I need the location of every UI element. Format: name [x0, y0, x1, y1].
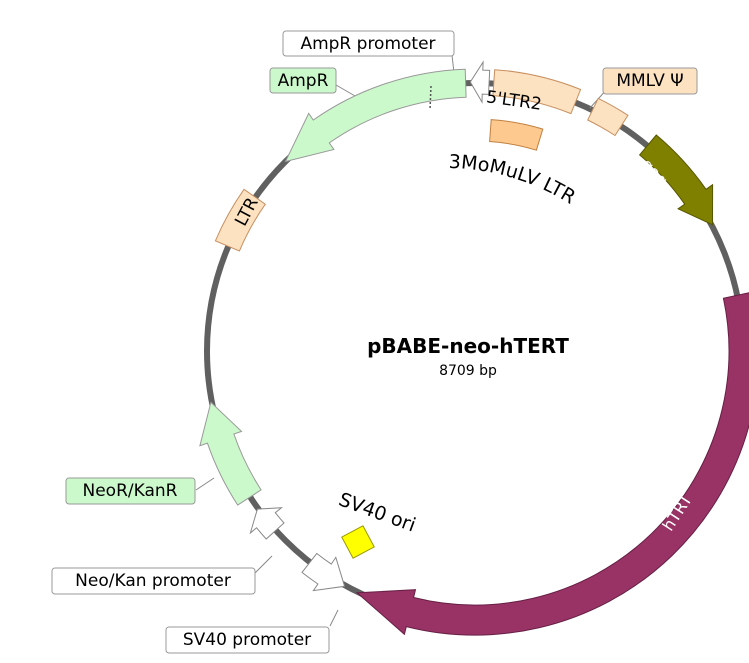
neo-kan-promoter-arrow[interactable] [249, 507, 285, 540]
ampr-callout: AmpR [269, 67, 337, 94]
momulv-ltr-label: 3MoMuLV LTR [448, 151, 579, 209]
ampr-label: AmpR [278, 71, 329, 91]
gag-arrow[interactable] [638, 134, 714, 226]
htrt-arrow[interactable] [355, 292, 749, 636]
neor-kanr-callout: NeoR/KanR [65, 477, 196, 505]
leader-neor [195, 477, 215, 491]
ltr5-box[interactable] [492, 69, 582, 115]
sv40-promoter-label: SV40 promoter [183, 630, 311, 650]
plasmid-name: pBABE-neo-hTERT [367, 334, 569, 358]
neor-kanr-label: NeoR/KanR [83, 481, 178, 501]
ltr-box[interactable] [214, 188, 266, 252]
plasmid-size: 8709 bp [439, 363, 497, 379]
ampr-promoter-arrow[interactable] [469, 60, 491, 104]
ampr-promoter-callout: AmpR promoter [282, 30, 455, 57]
sv40-ori-box[interactable] [341, 525, 375, 559]
ampr-dotted-mark [429, 85, 432, 111]
mmlv-psi-box[interactable] [587, 97, 629, 137]
ampr-promoter-label: AmpR promoter [300, 34, 435, 54]
mmlv-psi-label: MMLV Ψ [616, 71, 683, 91]
sv40-ori-label: SV40 ori [336, 489, 419, 537]
neo-kan-promoter-label: Neo/Kan promoter [75, 571, 231, 591]
neor-kanr-arrow[interactable] [199, 401, 262, 506]
mmlv-psi-callout: MMLV Ψ [602, 67, 698, 95]
ampr-arrow[interactable] [284, 68, 467, 163]
sv40-promoter-arrow[interactable] [301, 552, 346, 592]
neo-kan-promoter-callout: Neo/Kan promoter [51, 567, 256, 595]
sv40-promoter-callout: SV40 promoter [165, 626, 330, 654]
momulv-ltr-box[interactable] [489, 119, 544, 151]
leader-neo-kan-promoter [253, 555, 273, 575]
leader-sv40-promoter [329, 609, 339, 627]
